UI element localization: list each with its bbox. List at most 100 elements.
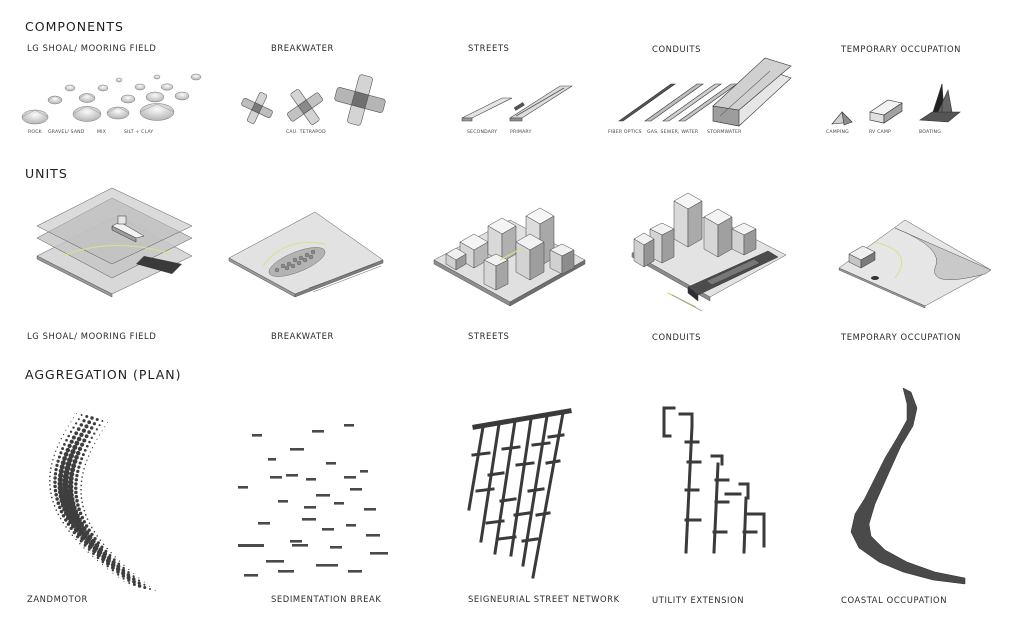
sub-label-gravel-sand: GRAVEL/ SAND xyxy=(48,130,85,135)
aggregation-label-street-network: SEIGNEURIAL STREET NETWORK xyxy=(468,594,620,604)
unit-streets-drawing xyxy=(430,190,590,315)
sub-label-stormwater: STORMWATER xyxy=(707,130,742,135)
halftone-dot xyxy=(61,447,65,451)
halftone-dot xyxy=(107,568,109,570)
halftone-dot xyxy=(98,424,101,427)
temporary-items-drawing xyxy=(820,82,970,127)
halftone-dot xyxy=(87,420,92,425)
halftone-dot xyxy=(121,574,126,578)
halftone-dot xyxy=(68,479,74,486)
sub-label-silt-clay: SILT + CLAY xyxy=(124,130,154,135)
halftone-dot xyxy=(60,501,67,508)
halftone-dot xyxy=(80,493,82,495)
halftone-dot xyxy=(54,450,57,453)
halftone-dot xyxy=(53,480,57,484)
halftone-dot xyxy=(132,575,135,578)
halftone-dot xyxy=(49,471,52,474)
halftone-dot xyxy=(96,535,98,537)
aggregation-label-sedimentation: SEDIMENTATION BREAK xyxy=(271,594,382,604)
halftone-dot xyxy=(122,566,125,570)
unit-label-temporary: TEMPORARY OCCUPATION xyxy=(841,332,961,342)
halftone-dot xyxy=(62,521,64,524)
halftone-dot xyxy=(75,450,81,456)
halftone-dot xyxy=(70,421,72,423)
halftone-dot xyxy=(80,515,85,520)
section-title-units: UNITS xyxy=(25,166,68,181)
aggregation-label-utility: UTILITY EXTENSION xyxy=(652,595,745,605)
halftone-dot xyxy=(107,422,109,423)
halftone-dot xyxy=(65,429,67,431)
halftone-dot xyxy=(85,444,89,448)
sub-label-camping: CAMPING xyxy=(826,130,849,135)
halftone-dot xyxy=(69,496,75,503)
halftone-dot xyxy=(83,449,87,452)
halftone-dot xyxy=(92,548,97,554)
halftone-dot xyxy=(101,560,105,564)
halftone-dot xyxy=(149,588,151,590)
halftone-dot xyxy=(96,559,99,562)
sub-label-primary: PRIMARY xyxy=(510,130,532,135)
halftone-dot xyxy=(92,422,97,426)
halftone-dot xyxy=(77,446,83,452)
halftone-dot xyxy=(59,497,66,504)
halftone-dot xyxy=(115,567,121,572)
halftone-dot xyxy=(57,481,63,487)
halftone-dot xyxy=(58,505,62,510)
section-title-aggregation: AGGREGATION (PLAN) xyxy=(25,367,182,382)
aggregation-street-network-drawing xyxy=(463,405,578,585)
halftone-dot xyxy=(123,581,125,582)
halftone-dot xyxy=(83,543,87,547)
halftone-dot xyxy=(154,590,156,591)
component-label-streets: STREETS xyxy=(468,43,510,53)
halftone-dot xyxy=(111,569,114,572)
halftone-dot xyxy=(69,526,73,531)
halftone-dot xyxy=(137,584,142,588)
halftone-dot xyxy=(68,530,70,532)
halftone-dot xyxy=(138,577,140,579)
sub-label-rock: ROCK xyxy=(28,130,42,135)
halftone-dot xyxy=(74,486,78,490)
component-label-conduits: CONDUITS xyxy=(652,44,701,54)
halftone-dot xyxy=(56,501,61,505)
halftone-dot xyxy=(70,448,76,455)
halftone-dot xyxy=(91,447,94,449)
halftone-dot xyxy=(101,430,103,432)
halftone-dot xyxy=(80,480,83,483)
halftone-dot xyxy=(143,585,147,590)
component-label-breakwater: BREAKWATER xyxy=(271,43,334,53)
halftone-dot xyxy=(73,417,75,419)
halftone-dot xyxy=(48,479,51,482)
halftone-dot xyxy=(149,585,151,587)
halftone-dot xyxy=(87,551,89,553)
halftone-dot xyxy=(83,509,86,512)
halftone-dot xyxy=(75,499,79,503)
halftone-dot xyxy=(96,438,98,440)
halftone-dot xyxy=(60,438,62,440)
sub-label-rv-camp: RV CAMP xyxy=(869,130,892,135)
halftone-dot xyxy=(72,426,75,429)
halftone-dot xyxy=(82,419,86,423)
halftone-dot xyxy=(143,583,146,586)
unit-label-shoal: LG SHOAL/ MOORING FIELD xyxy=(27,331,157,341)
halftone-dot xyxy=(53,472,58,476)
halftone-dot xyxy=(49,488,52,490)
component-label-shoal: LG SHOAL/ MOORING FIELD xyxy=(27,43,157,53)
halftone-dot xyxy=(75,413,77,414)
halftone-dot xyxy=(102,543,105,546)
halftone-dot xyxy=(87,430,91,434)
halftone-dot xyxy=(84,434,89,439)
halftone-dot xyxy=(80,484,82,487)
halftone-dot xyxy=(84,540,89,545)
halftone-dot xyxy=(104,426,106,428)
halftone-dot xyxy=(49,484,51,486)
halftone-dot xyxy=(76,535,80,539)
halftone-dot xyxy=(53,454,55,457)
halftone-dot xyxy=(74,478,78,482)
halftone-dot xyxy=(89,451,92,453)
halftone-dot xyxy=(58,442,60,444)
halftone-dot xyxy=(74,494,79,499)
halftone-dot xyxy=(59,517,62,520)
halftone-dot xyxy=(81,428,86,433)
unit-label-streets: STREETS xyxy=(468,331,510,341)
halftone-dot xyxy=(57,476,63,483)
